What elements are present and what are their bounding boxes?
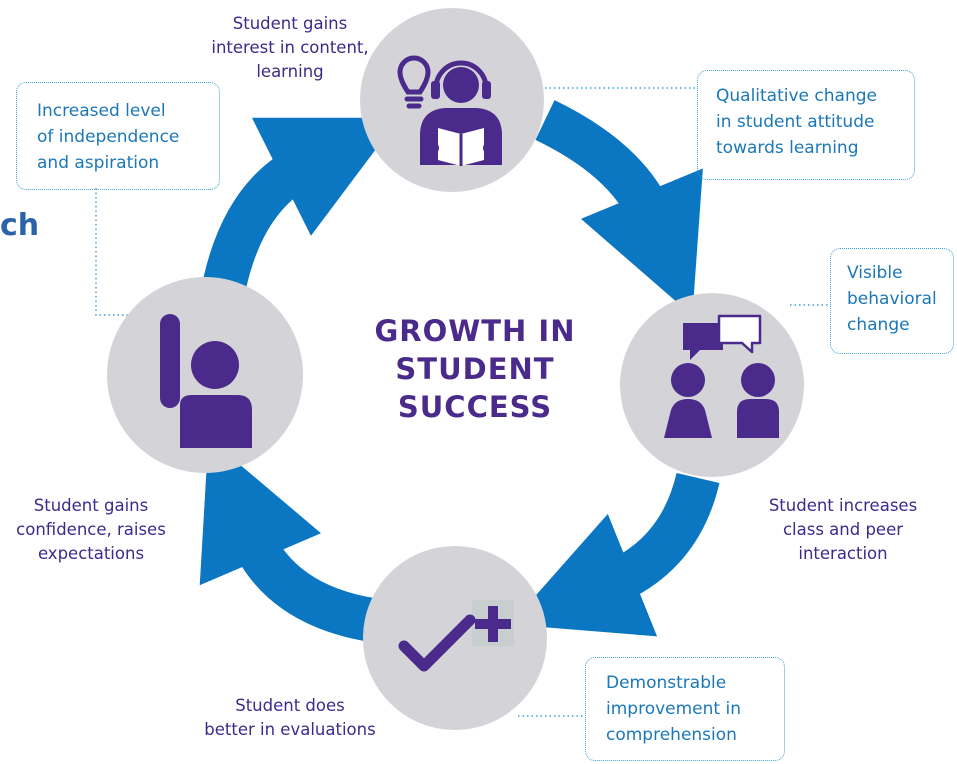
outcome-box-comprehension: Demonstrable improvement in comprehensio… <box>585 657 785 761</box>
stage-label-left: Student gains confidence, raises expecta… <box>16 496 166 563</box>
outcome-box-attitude: Qualitative change in student attitude t… <box>697 70 915 180</box>
outcome-box-behavioral: Visible behavioral change <box>830 248 954 354</box>
arrow-right-to-bottom <box>510 472 720 637</box>
stage-label-bottom: Student does better in evaluations <box>204 696 376 739</box>
cropped-heading-fragment: ch <box>0 208 40 243</box>
chat-bubbles-icon <box>683 314 762 360</box>
outcome-box-independence: Increased level of independence and aspi… <box>16 82 220 190</box>
raised-hand-person-icon <box>160 314 252 448</box>
lightbulb-icon <box>397 55 431 109</box>
stage-label-right: Student increases class and peer interac… <box>768 496 918 563</box>
arrow-bottom-to-left <box>199 437 376 642</box>
arrow-top-to-right <box>535 100 703 316</box>
connector-lines <box>95 87 830 717</box>
cycle-arrows <box>199 100 720 642</box>
two-people-icon <box>664 363 779 438</box>
checkmark-icon <box>398 614 476 672</box>
stage-label-top: Student gains interest in content, learn… <box>211 14 369 81</box>
headphones-reader-icon <box>420 60 502 166</box>
plus-icon <box>475 606 511 642</box>
center-title: GROWTH IN STUDENT SUCCESS <box>374 314 576 424</box>
arrow-left-to-top <box>203 117 400 288</box>
connector-left <box>95 188 135 316</box>
